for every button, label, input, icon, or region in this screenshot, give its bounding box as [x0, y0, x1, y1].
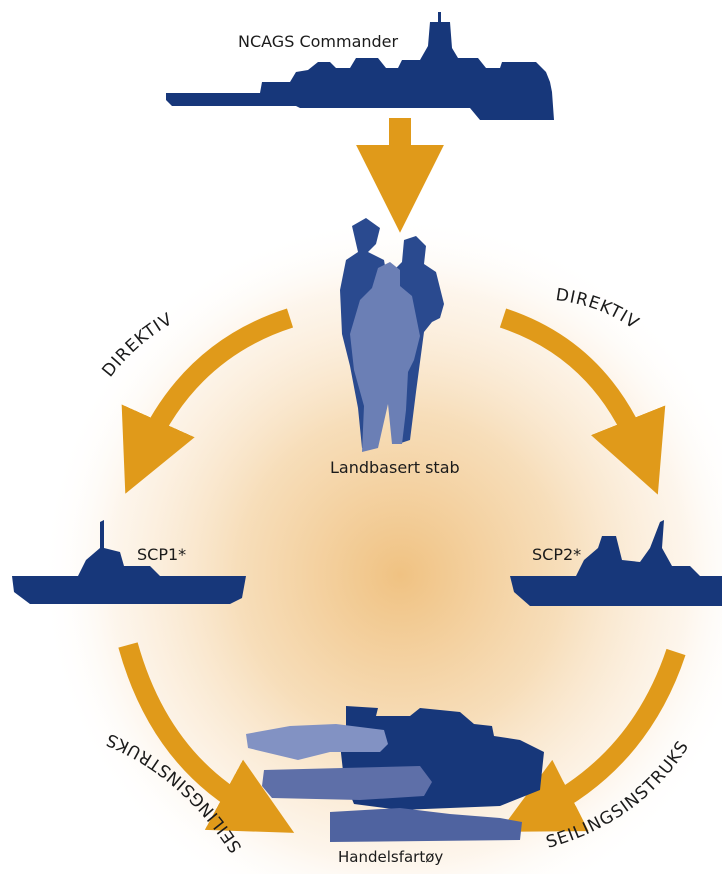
scp2-label: SCP2* [532, 545, 582, 564]
people-icon [340, 218, 444, 452]
arrow-directive-right [499, 308, 666, 495]
merchant-label: Handelsfartøy [338, 848, 444, 866]
patrol-ship-icon [12, 520, 246, 604]
arrow-sailing-left [118, 642, 295, 833]
patrol-ship-icon [510, 520, 722, 606]
scp1-label: SCP1* [137, 545, 187, 564]
warship-icon [166, 12, 554, 120]
staff-label: Landbasert stab [330, 458, 460, 477]
merchant-ships-icon [246, 706, 544, 842]
arrow-directive-left [121, 308, 294, 494]
arrow-sailing-right [499, 648, 686, 832]
commander-label: NCAGS Commander [238, 32, 399, 51]
